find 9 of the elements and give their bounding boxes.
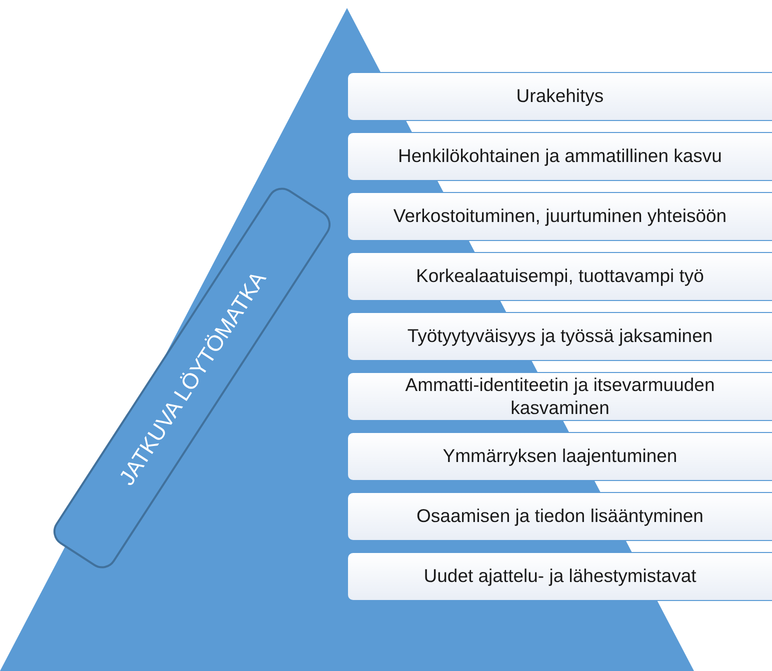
level-box: Ammatti-identiteetin ja itsevarmuuden kasvaminen — [347, 372, 772, 421]
level-box: Työtyytyväisyys ja työssä jaksaminen — [347, 312, 772, 361]
level-box: Verkostoituminen, juurtuminen yhteisöön — [347, 192, 772, 241]
level-box: Ymmärryksen laajentuminen — [347, 432, 772, 481]
level-box: Korkealaatuisempi, tuottavampi työ — [347, 252, 772, 301]
level-box: Uudet ajattelu- ja lähestymistavat — [347, 552, 772, 601]
level-box: Urakehitys — [347, 72, 772, 121]
level-box: Osaamisen ja tiedon lisääntyminen — [347, 492, 772, 541]
level-box: Henkilökohtainen ja ammatillinen kasvu — [347, 132, 772, 181]
